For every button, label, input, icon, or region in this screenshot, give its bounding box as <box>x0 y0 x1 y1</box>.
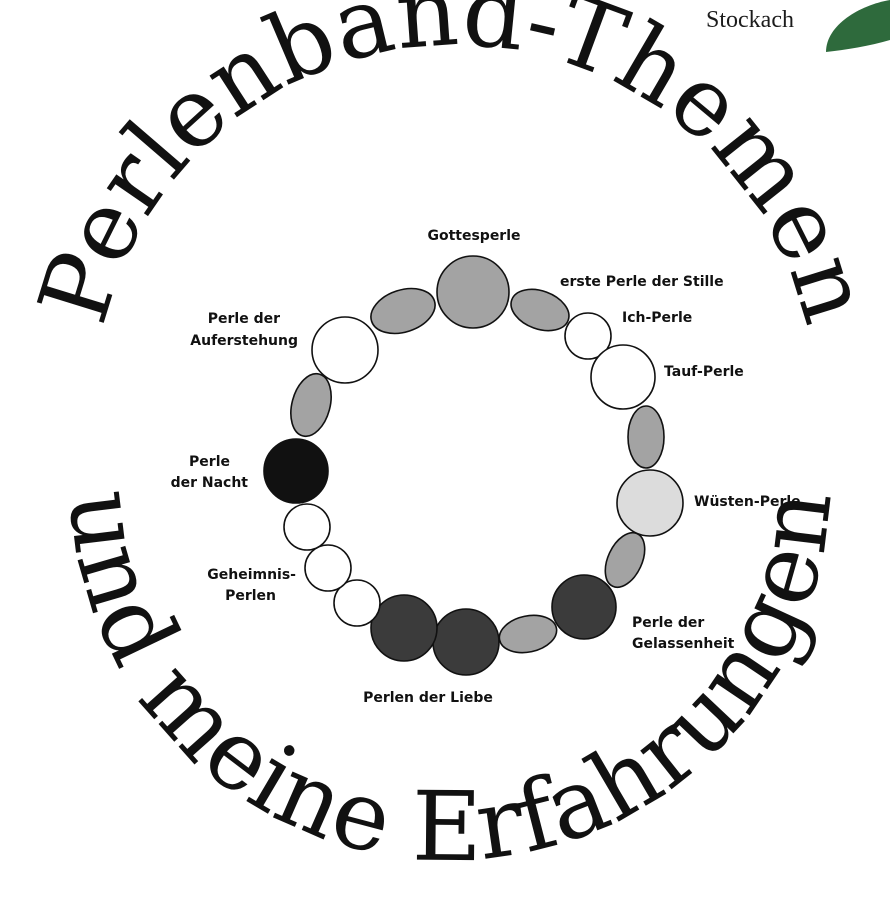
bead-gelassenheit <box>552 575 616 639</box>
bead-stille-left <box>365 281 441 341</box>
label-auferstehung-1: Perle der <box>208 311 280 327</box>
label-gottesperle: Gottesperle <box>427 228 520 244</box>
bead-auferstehung <box>312 317 378 383</box>
label-nacht-2: der Nacht <box>171 475 249 491</box>
bead-geheimnis-1 <box>284 504 330 550</box>
label-nacht-1: Perle <box>189 454 230 470</box>
label-erste-stille: erste Perle der Stille <box>560 274 724 290</box>
label-liebe: Perlen der Liebe <box>363 690 493 706</box>
bead-stille-south <box>496 610 560 657</box>
bead-stille-right <box>505 282 574 338</box>
bead-gottesperle <box>437 256 509 328</box>
label-auferstehung-2: Auferstehung <box>190 333 298 349</box>
label-wuesten: Wüsten-Perle <box>694 494 801 510</box>
label-tauf: Tauf-Perle <box>664 364 744 380</box>
bead-geheimnis-2 <box>305 545 351 591</box>
label-gelassenheit-1: Perle der <box>632 615 704 631</box>
stockach-logo: Stockach <box>706 0 890 52</box>
label-gelassenheit-2: Gelassenheit <box>632 636 735 652</box>
bead-ring <box>264 256 683 675</box>
bead-nacht <box>264 439 328 503</box>
bead-liebe-left <box>371 595 437 661</box>
bead-liebe-right <box>433 609 499 675</box>
brand-label: Stockach <box>706 7 794 33</box>
bead-wueste <box>617 470 683 536</box>
bead-stille-east <box>628 406 664 468</box>
label-ich: Ich-Perle <box>622 310 692 326</box>
bead-tauf <box>591 345 655 409</box>
logo-shape <box>826 0 890 52</box>
label-geheimnis-1: Geheimnis- <box>207 567 296 583</box>
title-bottom-arc: und meine Erfahrungen <box>46 484 854 883</box>
label-geheimnis-2: Perlen <box>225 588 276 604</box>
